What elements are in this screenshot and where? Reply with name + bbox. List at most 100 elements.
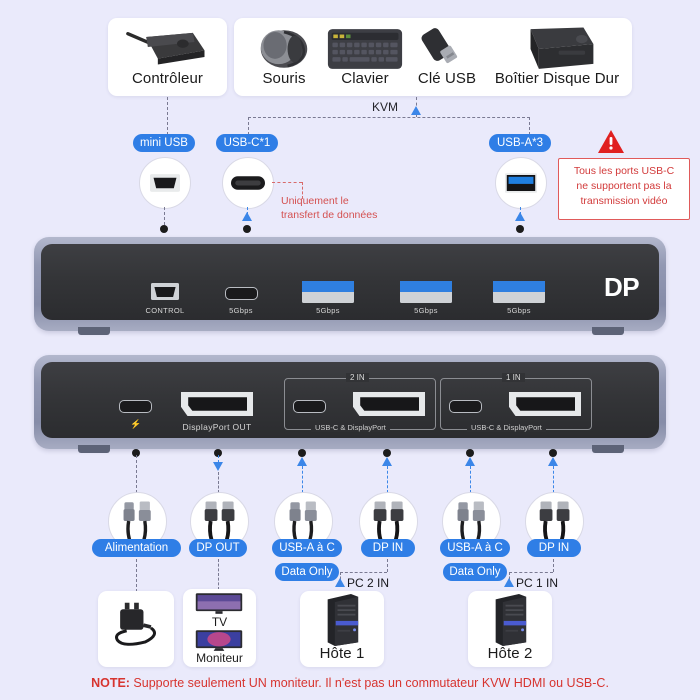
desktop-tower-icon bbox=[327, 594, 359, 646]
usb-a-to-c-cable-icon bbox=[457, 501, 485, 541]
connector-usbc-down bbox=[247, 207, 248, 215]
pill-data-only-2[interactable]: Data Only bbox=[275, 563, 339, 581]
connector-pc2-bus bbox=[340, 572, 387, 573]
keyboard-icon bbox=[327, 29, 403, 69]
front-port-caption-usba-3: 5Gbps bbox=[507, 306, 531, 315]
warning-line-2: ne supportent pas la bbox=[576, 180, 672, 192]
connector-usbc-note-h bbox=[272, 182, 302, 183]
anchor-dot-usba-c-2 bbox=[298, 449, 306, 457]
warning-box: Tous les ports USB-C ne supportent pas l… bbox=[558, 158, 690, 220]
front-port-usb-c[interactable] bbox=[225, 287, 258, 300]
bottom-device-host-2: Hôte 2 bbox=[468, 591, 552, 667]
anchor-dot-usba-c-1 bbox=[466, 449, 474, 457]
connector-power-v2 bbox=[136, 559, 137, 592]
device-card-label: Contrôleur bbox=[131, 70, 204, 87]
rear-port-usb-c-2in[interactable] bbox=[293, 400, 326, 413]
port-circle-mini-usb bbox=[139, 157, 191, 209]
mouse-icon bbox=[260, 30, 308, 68]
anchor-dot-usbc bbox=[243, 225, 251, 233]
connector-controller-vertical bbox=[167, 97, 168, 135]
rear-port-dp-out[interactable] bbox=[181, 392, 253, 416]
device-usb-stick: Clé USB bbox=[412, 22, 482, 92]
warning-line-3: transmission vidéo bbox=[580, 195, 668, 207]
pill-dp-in-2[interactable]: DP IN bbox=[361, 539, 415, 557]
note-data-only: Uniquement le transfert de données bbox=[281, 195, 378, 221]
bottom-device-power-adapter bbox=[98, 591, 174, 667]
pill-usb-a[interactable]: USB-A*3 bbox=[489, 134, 551, 152]
usb-a-to-c-cable-icon bbox=[123, 501, 151, 541]
front-port-usb-a-2[interactable] bbox=[400, 281, 452, 303]
rear-group-2in-title: 2 IN bbox=[346, 373, 369, 382]
connector-dpin1-v2 bbox=[553, 559, 554, 572]
anchor-dot-power bbox=[132, 449, 140, 457]
desktop-tower-icon bbox=[495, 594, 527, 646]
port-circle-usb-a bbox=[495, 157, 547, 209]
anchor-dot-dpin-2 bbox=[383, 449, 391, 457]
front-port-caption-control: CONTROL bbox=[145, 306, 185, 315]
device-card-label: Clé USB bbox=[417, 70, 477, 87]
connector-usbac1-v bbox=[470, 466, 471, 493]
rear-panel-foot-right bbox=[592, 445, 624, 453]
usb-a-to-c-cable-icon bbox=[289, 501, 317, 541]
rear-port-dp-1in[interactable] bbox=[509, 392, 581, 416]
rear-port-dp-2in[interactable] bbox=[353, 392, 425, 416]
arrow-pc1-up-icon bbox=[504, 578, 514, 587]
pill-alimentation[interactable]: Alimentation bbox=[92, 539, 181, 557]
connector-dpin2-v bbox=[387, 466, 388, 493]
rear-panel-foot-left bbox=[78, 445, 110, 453]
rear-port-usb-c-power[interactable] bbox=[119, 400, 152, 413]
warning-triangle-icon bbox=[598, 130, 624, 153]
connector-kvm-to-usbc bbox=[248, 117, 249, 135]
front-port-usb-a-1[interactable] bbox=[302, 281, 354, 303]
pill-dp-out[interactable]: DP OUT bbox=[189, 539, 247, 557]
bottom-device-host-1: Hôte 1 bbox=[300, 591, 384, 667]
rear-port-usb-c-1in[interactable] bbox=[449, 400, 482, 413]
device-keyboard: Clavier bbox=[325, 22, 405, 92]
kvm-arrow-icon bbox=[411, 106, 421, 115]
pill-usb-a-to-c-2[interactable]: USB-A à C bbox=[272, 539, 342, 557]
dp-cable-icon bbox=[204, 501, 235, 541]
arrow-usbc-up-icon bbox=[242, 212, 252, 221]
usb-flash-drive-icon bbox=[421, 28, 458, 64]
external-hard-drive-icon bbox=[530, 27, 594, 69]
power-adapter-icon bbox=[115, 602, 156, 646]
pc-marker-2: PC 2 IN bbox=[347, 576, 390, 590]
bottom-device-label-host1: Hôte 1 bbox=[319, 645, 365, 662]
pill-mini-usb[interactable]: mini USB bbox=[133, 134, 195, 152]
tv-icon bbox=[195, 593, 243, 614]
rear-port-caption-power: ⚡ bbox=[130, 419, 142, 429]
device-mouse: Souris bbox=[245, 22, 323, 92]
pill-data-only-1[interactable]: Data Only bbox=[443, 563, 507, 581]
dp-cable-icon bbox=[539, 501, 570, 541]
warning-line-1: Tous les ports USB-C bbox=[573, 165, 675, 177]
device-hdd-enclosure: Boîtier Disque Dur bbox=[492, 22, 622, 92]
anchor-dot-mini-usb bbox=[160, 225, 168, 233]
anchor-dot-usba bbox=[516, 225, 524, 233]
connector-usbac2-v bbox=[302, 466, 303, 493]
footer-note: NOTE: Supporte seulement UN moniteur. Il… bbox=[0, 676, 700, 690]
device-card-controller: Contrôleur bbox=[108, 18, 227, 96]
pill-dp-in-1[interactable]: DP IN bbox=[527, 539, 581, 557]
anchor-dot-dpout bbox=[214, 449, 222, 457]
anchor-dot-dpin-1 bbox=[549, 449, 557, 457]
pill-usb-c[interactable]: USB-C*1 bbox=[216, 134, 278, 152]
ir-controller-icon bbox=[126, 32, 205, 65]
arrow-dpin2-up-icon bbox=[382, 457, 392, 466]
device-card-label: Boîtier Disque Dur bbox=[494, 70, 620, 87]
front-port-mini-usb[interactable] bbox=[151, 283, 179, 300]
rear-group-1in-sub: USB-C & DisplayPort bbox=[467, 423, 546, 432]
usb-a-port-icon bbox=[505, 173, 537, 193]
kvm-label: KVM bbox=[372, 100, 399, 114]
front-port-caption-usba-1: 5Gbps bbox=[316, 306, 340, 315]
front-port-caption-usbc: 5Gbps bbox=[229, 306, 253, 315]
arrow-dpin1-up-icon bbox=[548, 457, 558, 466]
monitor-icon bbox=[195, 630, 243, 651]
front-port-usb-a-3[interactable] bbox=[493, 281, 545, 303]
connector-dpout-v2 bbox=[218, 472, 219, 493]
arrow-usbac1-up-icon bbox=[465, 457, 475, 466]
pill-usb-a-to-c-1[interactable]: USB-A à C bbox=[440, 539, 510, 557]
rear-group-1in-title: 1 IN bbox=[502, 373, 525, 382]
bottom-device-label-monitor: Moniteur bbox=[196, 651, 243, 665]
device-card-label: Souris bbox=[262, 70, 306, 87]
connector-power-v bbox=[136, 455, 137, 493]
